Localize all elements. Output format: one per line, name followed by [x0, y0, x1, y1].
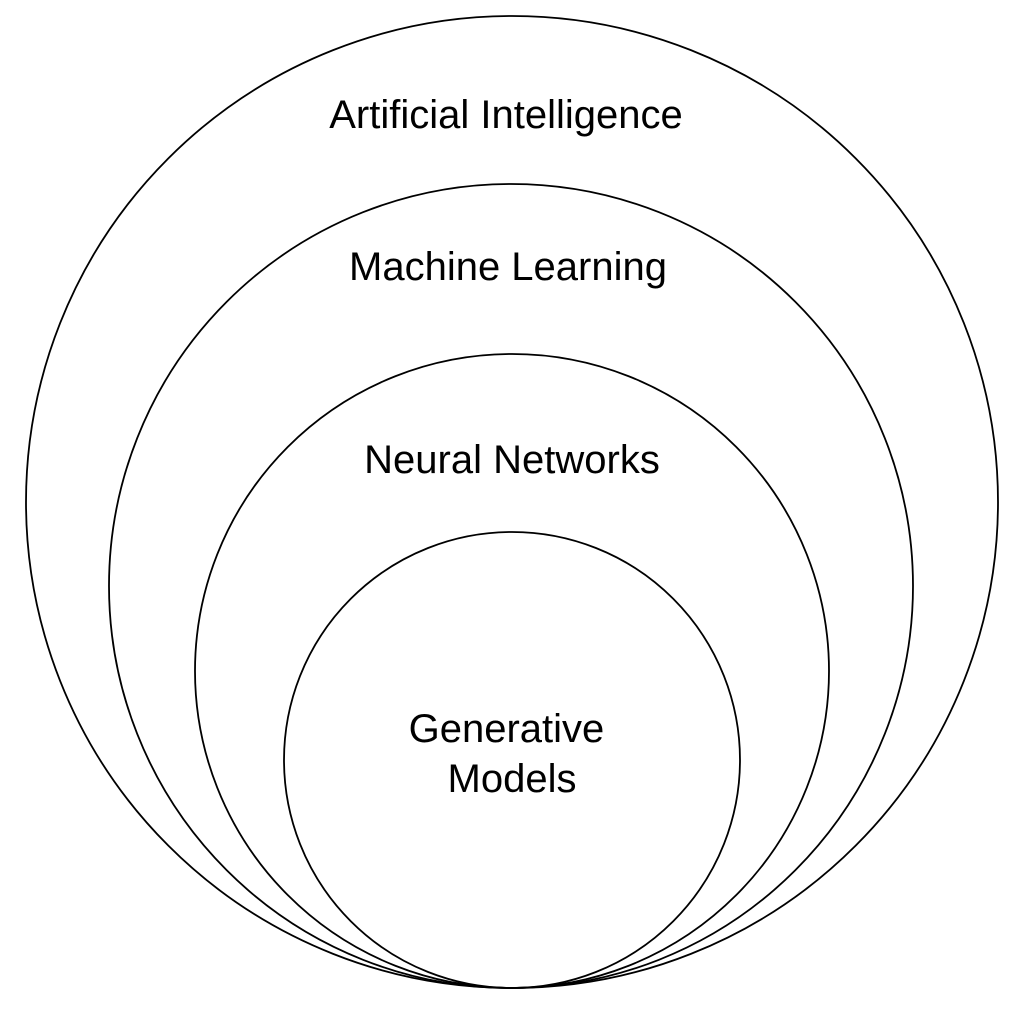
label-generative-models-line-2: Models: [448, 757, 577, 801]
circle-machine-learning: [108, 183, 914, 989]
label-artificial-intelligence: Artificial Intelligence: [329, 93, 683, 137]
label-machine-learning: Machine Learning: [349, 245, 667, 289]
circle-artificial-intelligence: [25, 15, 999, 989]
label-generative-models-line-1: Generative: [409, 707, 605, 751]
label-generative-models: Generative Models: [409, 707, 616, 801]
circle-generative-models: [283, 531, 741, 989]
label-neural-networks: Neural Networks: [364, 438, 660, 482]
